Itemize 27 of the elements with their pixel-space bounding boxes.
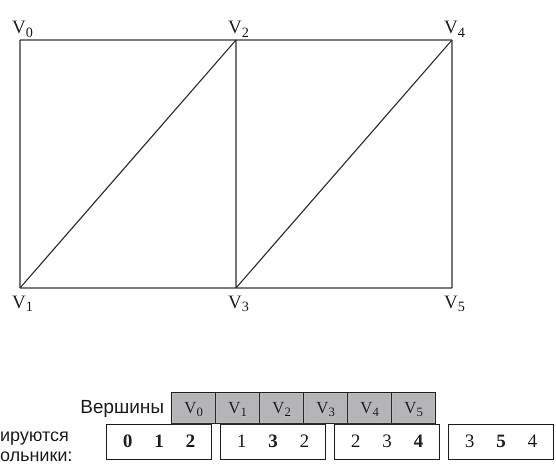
row-label: ируются ольники:: [0, 425, 74, 465]
vertex-cell: V$_{1}$: [215, 392, 260, 424]
vertex-label: V$_{4}$: [442, 12, 470, 40]
vertex-cell: V$_{5}$: [391, 392, 436, 424]
edge-line: [236, 287, 452, 289]
edge-line: [235, 40, 237, 288]
edge-line: [20, 287, 236, 289]
edge-line: [451, 40, 453, 288]
edge-line: [236, 40, 452, 288]
triangle-index-cell: 3 5 4: [448, 424, 554, 460]
vertex-cell: V$_{4}$: [347, 392, 392, 424]
triangle-index-cell: 1 3 2: [220, 424, 326, 460]
edge-line: [20, 39, 236, 41]
vertex-label: V$_{1}$: [10, 288, 38, 316]
vertex-label: V$_{2}$: [226, 12, 254, 40]
edge-line: [20, 40, 236, 288]
vertex-cell: V$_{3}$: [303, 392, 348, 424]
vertex-label: V$_{0}$: [10, 12, 38, 40]
triangle-index-cell: 2 3 4: [334, 424, 440, 460]
vertex-label: V$_{5}$: [442, 288, 470, 316]
edge-line: [236, 39, 452, 41]
vertex-cell: V$_{0}$: [171, 392, 216, 424]
vertex-label: V$_{3}$: [226, 288, 254, 316]
edge-line: [19, 40, 21, 288]
row-label: Вершины: [80, 398, 164, 417]
vertex-cell: V$_{2}$: [259, 392, 304, 424]
triangle-index-cell: 0 1 2: [106, 424, 212, 460]
